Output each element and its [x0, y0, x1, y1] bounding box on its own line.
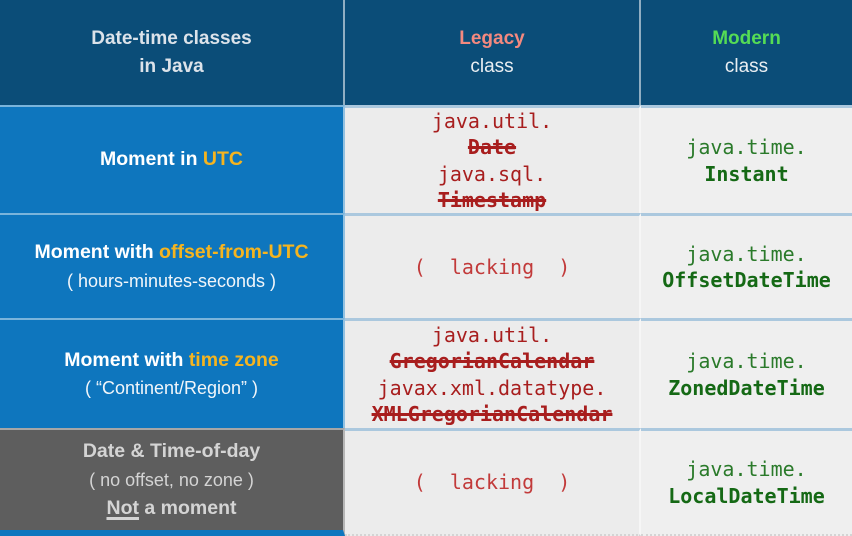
row-label-line: Moment with offset-from-UTC [34, 238, 308, 267]
lacking-text: ( lacking ) [413, 254, 571, 279]
legacy-package: java.sql. [437, 161, 547, 186]
label-text: Date & Time-of-day [82, 440, 261, 463]
legacy-class-struck: Date [467, 135, 517, 160]
legacy-cell-timezone: java.util. GregorianCalendar javax.xml.d… [345, 318, 641, 428]
legacy-cell-localdatetime: ( lacking ) [345, 428, 641, 536]
header-title-line2: in Java [139, 55, 204, 77]
label-highlight: offset-from-UTC [159, 241, 309, 264]
header-cell-title: Date-time classes in Java [0, 0, 345, 105]
modern-package: java.time. [686, 135, 807, 160]
legacy-cell-offset: ( lacking ) [345, 213, 641, 318]
modern-cell-timezone: java.time. ZonedDateTime [641, 318, 852, 428]
label-note: ( “Continent/Region” ) [84, 378, 259, 399]
modern-cell-offset: java.time. OffsetDateTime [641, 213, 852, 318]
row-label-localdatetime: Date & Time-of-day ( no offset, no zone … [0, 428, 345, 536]
row-label-moment-utc: Moment in UTC [0, 105, 345, 213]
label-text: Moment with [64, 348, 189, 371]
header-cell-modern: Modern class [641, 0, 852, 105]
modern-package: java.time. [686, 241, 807, 266]
label-underlined-word: Not [106, 496, 139, 519]
legacy-class-word: class [470, 55, 514, 77]
legacy-package: java.util. [431, 108, 553, 133]
label-note: ( no offset, no zone ) [89, 469, 254, 490]
label-highlight: UTC [202, 148, 243, 171]
legacy-column-label: Legacy [459, 27, 525, 49]
label-text: Moment in [100, 148, 203, 171]
row-label-timezone: Moment with time zone ( “Continent/Regio… [0, 318, 345, 428]
label-emphasis: Not a moment [106, 494, 236, 523]
label-note: ( hours-minutes-seconds ) [66, 270, 277, 291]
modern-column-label: Modern [712, 27, 781, 49]
legacy-class-struck: XMLGregorianCalendar [371, 401, 613, 426]
modern-class: Instant [704, 161, 789, 186]
row-label-line: Moment with time zone [64, 346, 279, 375]
modern-package: java.time. [686, 349, 807, 374]
legacy-class-struck: Timestamp [437, 187, 547, 212]
modern-cell-localdatetime: java.time. LocalDateTime [641, 428, 852, 536]
label-text: a moment [138, 496, 237, 519]
header-title-line1: Date-time classes [91, 27, 252, 49]
header-cell-legacy: Legacy class [345, 0, 641, 105]
legacy-class-struck: GregorianCalendar [389, 349, 595, 374]
modern-package: java.time. [686, 457, 807, 482]
modern-class-word: class [724, 55, 769, 77]
legacy-package: javax.xml.datatype. [377, 375, 607, 400]
legacy-cell-moment-utc: java.util. Date java.sql. Timestamp [345, 105, 641, 213]
lacking-text: ( lacking ) [413, 470, 571, 495]
modern-class: LocalDateTime [668, 483, 825, 508]
legacy-package: java.util. [431, 322, 553, 347]
label-highlight: time zone [188, 348, 279, 371]
row-label-offset: Moment with offset-from-UTC ( hours-minu… [0, 213, 345, 318]
label-text: Moment with [34, 241, 160, 264]
modern-class: OffsetDateTime [662, 268, 831, 292]
row-label-line: Moment in UTC [100, 145, 243, 174]
modern-cell-moment-utc: java.time. Instant [641, 105, 852, 213]
modern-class: ZonedDateTime [668, 375, 825, 400]
